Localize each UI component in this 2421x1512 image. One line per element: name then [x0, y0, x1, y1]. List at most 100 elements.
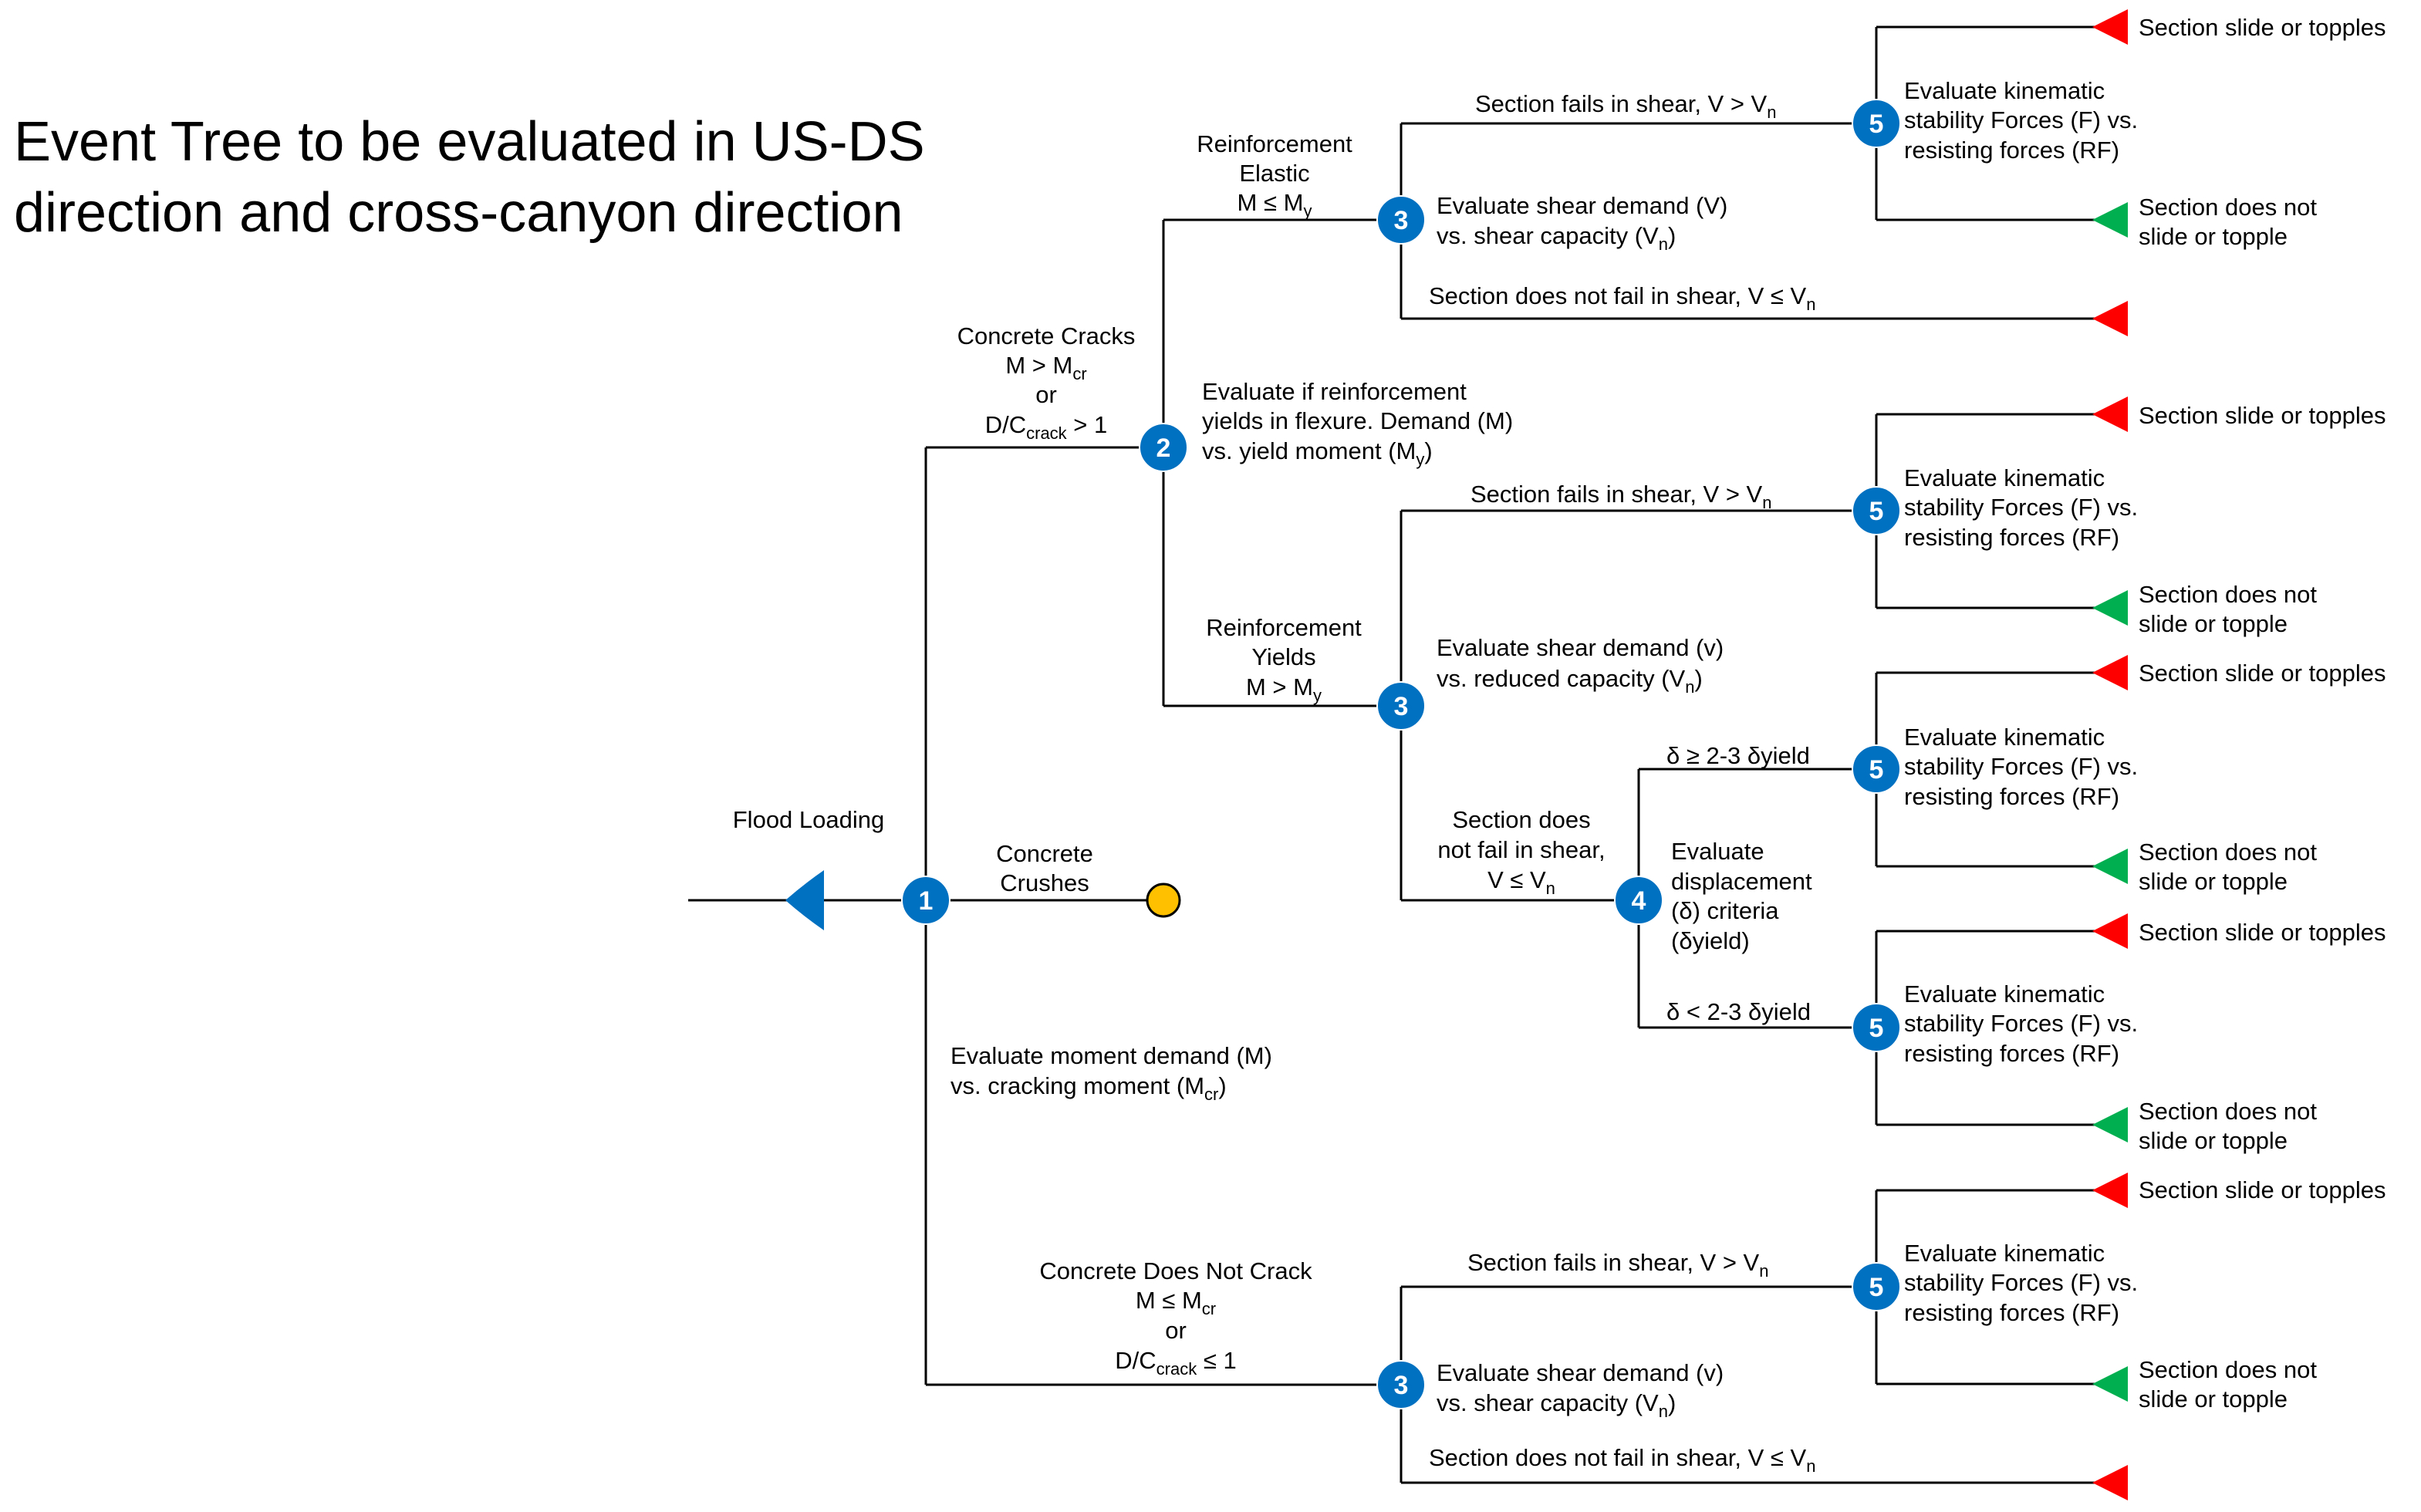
svg-text:yields in flexure. Demand (M): yields in flexure. Demand (M): [1202, 407, 1513, 434]
fail-triangle-icon: [2092, 1173, 2128, 1208]
decision-nodes: 1 2 3 3 3 4 5 5: [901, 99, 1901, 1409]
success-triangle-icon: [2092, 849, 2128, 884]
svg-text:(δyield): (δyield): [1671, 927, 1750, 954]
svg-text:Evaluate: Evaluate: [1671, 838, 1764, 865]
svg-text:Evaluate shear demand (v): Evaluate shear demand (v): [1437, 634, 1724, 661]
shear-fails-label-b: Section fails in shear, V > Vn: [1470, 481, 1772, 512]
concrete-crushes-label: Concrete Crushes: [996, 840, 1093, 896]
kinematic-label-c: Evaluate kinematic stability Forces (F) …: [1904, 724, 2138, 810]
diagram-title-line-2: direction and cross-canyon direction: [14, 182, 903, 244]
outcome-slide-topples-label: Section slide or topples: [2139, 402, 2386, 429]
outcome-slide-topples-label: Section slide or topples: [2139, 14, 2386, 41]
node-4: 4: [1614, 876, 1663, 925]
svg-text:Section does not: Section does not: [2139, 581, 2317, 608]
svg-text:Section does: Section does: [1452, 806, 1590, 833]
outcome-not-slide-label: Section does not slide or topple: [2139, 194, 2317, 250]
outcome-not-slide-label: Section does not slide or topple: [2139, 581, 2317, 637]
success-end-markers: [2092, 202, 2128, 1402]
svg-text:slide or topple: slide or topple: [2139, 1385, 2288, 1412]
svg-text:slide or topple: slide or topple: [2139, 223, 2288, 250]
success-triangle-icon: [2092, 1366, 2128, 1402]
svg-text:Section does not: Section does not: [2139, 194, 2317, 221]
svg-text:or: or: [1035, 381, 1057, 408]
svg-text:Evaluate shear demand (v): Evaluate shear demand (v): [1437, 1359, 1724, 1386]
evaluate-yield-label: Evaluate if reinforcement yields in flex…: [1202, 378, 1513, 469]
kinematic-label-d: Evaluate kinematic stability Forces (F) …: [1904, 980, 2138, 1067]
shear-fails-label-a: Section fails in shear, V > Vn: [1475, 90, 1777, 122]
success-triangle-icon: [2092, 590, 2128, 626]
shear-fails-label-c: Section fails in shear, V > Vn: [1467, 1249, 1769, 1281]
svg-text:Concrete Does Not Crack: Concrete Does Not Crack: [1039, 1257, 1312, 1284]
fail-triangle-icon: [2092, 397, 2128, 432]
svg-text:resisting forces (RF): resisting forces (RF): [1904, 137, 2119, 164]
outcome-slide-topples-label: Section slide or topples: [2139, 660, 2386, 687]
svg-text:3: 3: [1394, 1371, 1409, 1400]
node-2: 2: [1139, 423, 1188, 472]
outcome-slide-topples-label: Section slide or topples: [2139, 1176, 2386, 1203]
kinematic-label-b: Evaluate kinematic stability Forces (F) …: [1904, 464, 2138, 551]
svg-text:Reinforcement: Reinforcement: [1206, 614, 1362, 641]
eval-shear-reduced-label: Evaluate shear demand (v) vs. reduced ca…: [1437, 634, 1724, 697]
fail-triangle-icon: [2092, 655, 2128, 690]
svg-text:vs. yield moment (My): vs. yield moment (My): [1202, 437, 1433, 469]
kinematic-label-e: Evaluate kinematic stability Forces (F) …: [1904, 1240, 2138, 1326]
svg-text:vs. shear capacity (Vn): vs. shear capacity (Vn): [1437, 222, 1676, 254]
svg-text:M ≤ Mcr: M ≤ Mcr: [1136, 1287, 1216, 1318]
node-3-no-crack: 3: [1376, 1360, 1426, 1409]
node-3-yields: 3: [1376, 681, 1426, 731]
svg-text:M > My: M > My: [1246, 673, 1322, 705]
svg-text:vs. reduced capacity (Vn): vs. reduced capacity (Vn): [1437, 665, 1703, 697]
svg-text:Crushes: Crushes: [1000, 869, 1089, 896]
svg-text:(δ) criteria: (δ) criteria: [1671, 897, 1779, 924]
svg-text:3: 3: [1394, 206, 1409, 235]
svg-text:Evaluate kinematic: Evaluate kinematic: [1904, 464, 2105, 491]
svg-text:Evaluate kinematic: Evaluate kinematic: [1904, 1240, 2105, 1267]
svg-text:V ≤ Vn: V ≤ Vn: [1487, 866, 1555, 898]
svg-text:resisting forces (RF): resisting forces (RF): [1904, 1299, 2119, 1326]
svg-text:Evaluate kinematic: Evaluate kinematic: [1904, 980, 2105, 1007]
concrete-cracks-label: Concrete Cracks M > Mcr or D/Ccrack > 1: [957, 322, 1136, 443]
svg-text:resisting forces (RF): resisting forces (RF): [1904, 783, 2119, 810]
svg-text:2: 2: [1156, 434, 1171, 463]
svg-text:Elastic: Elastic: [1239, 160, 1309, 187]
node-1: 1: [901, 876, 951, 925]
node-5-b: 5: [1852, 486, 1901, 535]
svg-text:M > Mcr: M > Mcr: [1005, 352, 1086, 383]
node-5-c: 5: [1852, 744, 1901, 794]
outcome-slide-topples-label: Section slide or topples: [2139, 919, 2386, 946]
svg-text:Evaluate kinematic: Evaluate kinematic: [1904, 77, 2105, 104]
svg-text:Concrete Cracks: Concrete Cracks: [957, 322, 1136, 349]
section-not-fail-shear-label: Section does not fail in shear, V ≤ Vn: [1437, 806, 1605, 898]
fail-end-markers: [2092, 9, 2128, 1500]
svg-text:displacement: displacement: [1671, 868, 1812, 895]
success-triangle-icon: [2092, 202, 2128, 238]
shear-not-fail-label-b: Section does not fail in shear, V ≤ Vn: [1429, 1444, 1815, 1476]
svg-text:3: 3: [1394, 692, 1409, 721]
svg-text:vs. shear capacity (Vn): vs. shear capacity (Vn): [1437, 1389, 1676, 1421]
eval-shear-capacity-label-a: Evaluate shear demand (V) vs. shear capa…: [1437, 192, 1727, 254]
svg-text:stability Forces (F) vs.: stability Forces (F) vs.: [1904, 106, 2138, 133]
svg-text:5: 5: [1869, 110, 1884, 139]
svg-text:5: 5: [1869, 755, 1884, 785]
fail-triangle-icon: [2092, 913, 2128, 949]
node-5-a: 5: [1852, 99, 1901, 148]
outcome-not-slide-label: Section does not slide or topple: [2139, 1356, 2317, 1412]
svg-text:stability Forces (F) vs.: stability Forces (F) vs.: [1904, 494, 2138, 521]
svg-text:Section does not: Section does not: [2139, 839, 2317, 866]
svg-text:Yields: Yields: [1251, 643, 1315, 670]
node-5-e: 5: [1852, 1262, 1901, 1311]
crush-end-circle-icon: [1146, 883, 1181, 918]
svg-text:vs. cracking moment (Mcr): vs. cracking moment (Mcr): [951, 1072, 1227, 1104]
evaluate-moment-label: Evaluate moment demand (M) vs. cracking …: [951, 1042, 1272, 1104]
flood-input-arrow-icon: [785, 870, 824, 930]
svg-text:Concrete: Concrete: [996, 840, 1093, 867]
outcome-not-slide-label: Section does not slide or topple: [2139, 839, 2317, 895]
svg-text:resisting forces (RF): resisting forces (RF): [1904, 1040, 2119, 1067]
svg-text:resisting forces (RF): resisting forces (RF): [1904, 524, 2119, 551]
svg-text:5: 5: [1869, 497, 1884, 526]
svg-text:Section does not: Section does not: [2139, 1356, 2317, 1383]
fail-triangle-icon: [2092, 1465, 2128, 1500]
eval-shear-capacity-label-b: Evaluate shear demand (v) vs. shear capa…: [1437, 1359, 1724, 1421]
svg-text:Evaluate if reinforcement: Evaluate if reinforcement: [1202, 378, 1467, 405]
